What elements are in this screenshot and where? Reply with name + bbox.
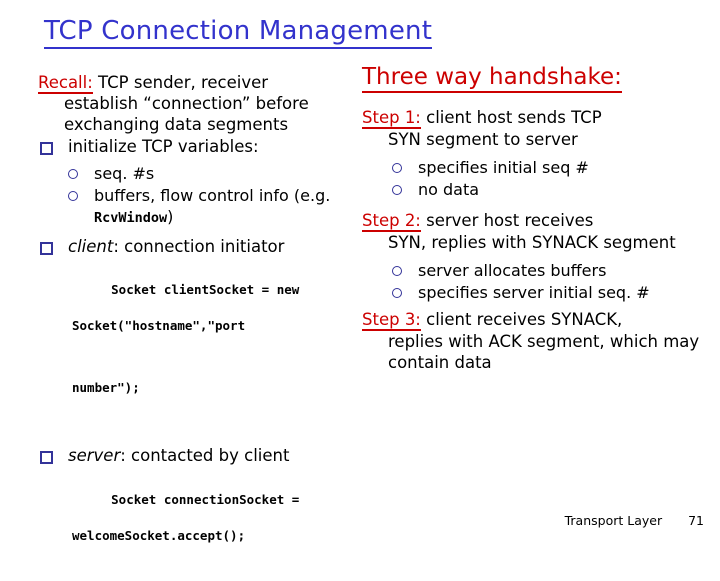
rcvwindow-code-token: RcvWindow (94, 210, 168, 226)
circle-bullet-icon (68, 169, 78, 179)
square-bullet-icon (40, 141, 53, 155)
bullet-seq-label: seq. #s (94, 164, 155, 183)
step2-continuation-text: SYN, replies with SYNACK segment (388, 232, 676, 252)
step3-lead-text: client receives SYNACK, (420, 310, 623, 329)
step2-sub1-label: server allocates buffers (418, 261, 607, 280)
slide-canvas: TCP Connection Management Recall: TCP se… (38, 16, 710, 543)
step2-paragraph: Step 2: server host receives SYN, replie… (362, 210, 710, 253)
square-bullet-icon (40, 451, 53, 464)
client-label: client (68, 236, 114, 256)
bullet-seq-numbers: seq. #s (38, 163, 360, 185)
step1-lead-text: client host sends TCP (420, 108, 602, 127)
step1-sub2-label: no data (418, 179, 480, 199)
left-column: Recall: TCP sender, receiver establish “… (38, 72, 360, 581)
bullet-buffers-tail: ) (167, 207, 174, 226)
bullet-client: client: connection initiator (38, 236, 360, 258)
bullet-specifies-server-initial-seq: specifies server initial seq. # (362, 282, 710, 304)
bullet-buffers-label: buffers, flow control info (e.g. (94, 185, 331, 205)
circle-bullet-icon (392, 184, 402, 195)
bullet-specifies-initial-seq: specifies initial seq # (362, 157, 710, 179)
recall-paragraph: Recall: TCP sender, receiver establish “… (38, 72, 360, 136)
step2-lead-text: server host receives (420, 211, 594, 230)
server-text: : contacted by client (120, 446, 290, 465)
step3-label: Step 3: (362, 310, 421, 331)
server-code-line-1: Socket connectionSocket = (111, 491, 300, 507)
server-code-block: Socket connectionSocket = welcomeSocket.… (38, 473, 360, 581)
client-code-line-3: number"); (72, 380, 140, 395)
bullet-server-allocates-buffers: server allocates buffers (362, 260, 710, 282)
circle-bullet-icon (392, 287, 402, 298)
three-way-handshake-heading: Three way handshake: (362, 64, 622, 93)
step2-label: Step 2: (362, 211, 421, 232)
step1-label: Step 1: (362, 108, 421, 129)
server-code-line-2: welcomeSocket.accept(); (72, 527, 246, 543)
recall-lead-text: TCP sender, receiver (92, 73, 269, 92)
square-bullet-icon (40, 241, 53, 255)
step1-sub1-label: specifies initial seq # (418, 158, 589, 177)
client-code-block: Socket clientSocket = new Socket("hostna… (38, 263, 360, 433)
bullet-initialize-label: initialize TCP variables: (68, 136, 259, 156)
circle-bullet-icon (392, 266, 402, 276)
bullet-initialize-tcp-variables: initialize TCP variables: (38, 136, 360, 158)
circle-bullet-icon (68, 190, 78, 201)
bullet-buffers-flow-control: buffers, flow control info (e.g. RcvWind… (38, 185, 360, 230)
spacer (38, 433, 360, 445)
bullet-server: server: contacted by client (38, 445, 360, 467)
step2-sub2-label: specifies server initial seq. # (418, 282, 650, 302)
right-column: Three way handshake: Step 1: client host… (362, 64, 710, 375)
footer-page-number: 71 (688, 513, 704, 528)
slide-title: TCP Connection Management (44, 16, 433, 49)
recall-continuation-text: establish “connection” before exchanging… (64, 93, 309, 135)
footer-chapter-label: Transport Layer (564, 513, 663, 528)
server-label: server (68, 446, 121, 465)
slide-footer: Transport Layer 71 (565, 513, 704, 528)
client-code-line-2: Socket("hostname","port (72, 318, 246, 333)
step3-paragraph: Step 3: client receives SYNACK, replies … (362, 309, 710, 374)
recall-label: Recall: (38, 73, 93, 94)
client-text: : connection initiator (113, 236, 285, 256)
step3-continuation-text: replies with ACK segment, which may cont… (388, 331, 700, 373)
bullet-no-data: no data (362, 179, 710, 201)
spacer (362, 200, 710, 210)
step1-paragraph: Step 1: client host sends TCP SYN segmen… (362, 107, 710, 150)
step1-continuation-text: SYN segment to server (388, 129, 578, 149)
circle-bullet-icon (392, 163, 402, 173)
client-code-line-1: Socket clientSocket = new (111, 282, 300, 297)
